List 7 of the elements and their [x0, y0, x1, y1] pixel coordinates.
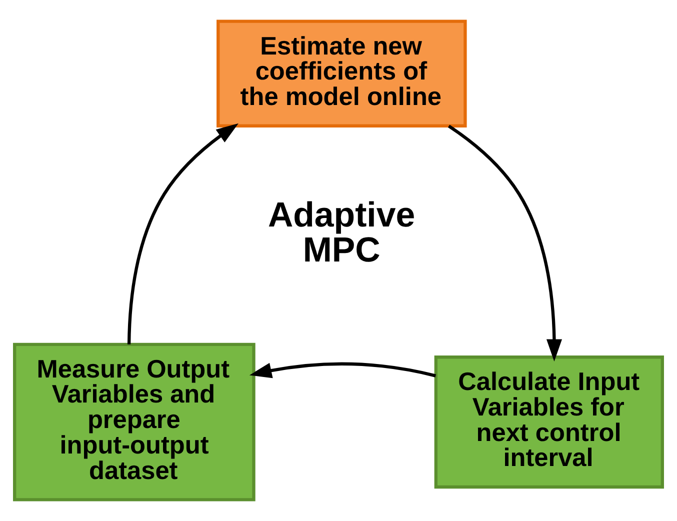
arrow — [127, 123, 238, 344]
arrow — [249, 362, 436, 378]
node-box: Measure Output Variables and prepare input-output dataset — [13, 342, 256, 502]
node-box: Estimate new coefficients of the model online — [216, 20, 467, 128]
arrow — [448, 124, 562, 362]
node-box: Calculate Input Variables for next control interval — [434, 356, 664, 489]
label: Adaptive MPC — [268, 196, 416, 270]
